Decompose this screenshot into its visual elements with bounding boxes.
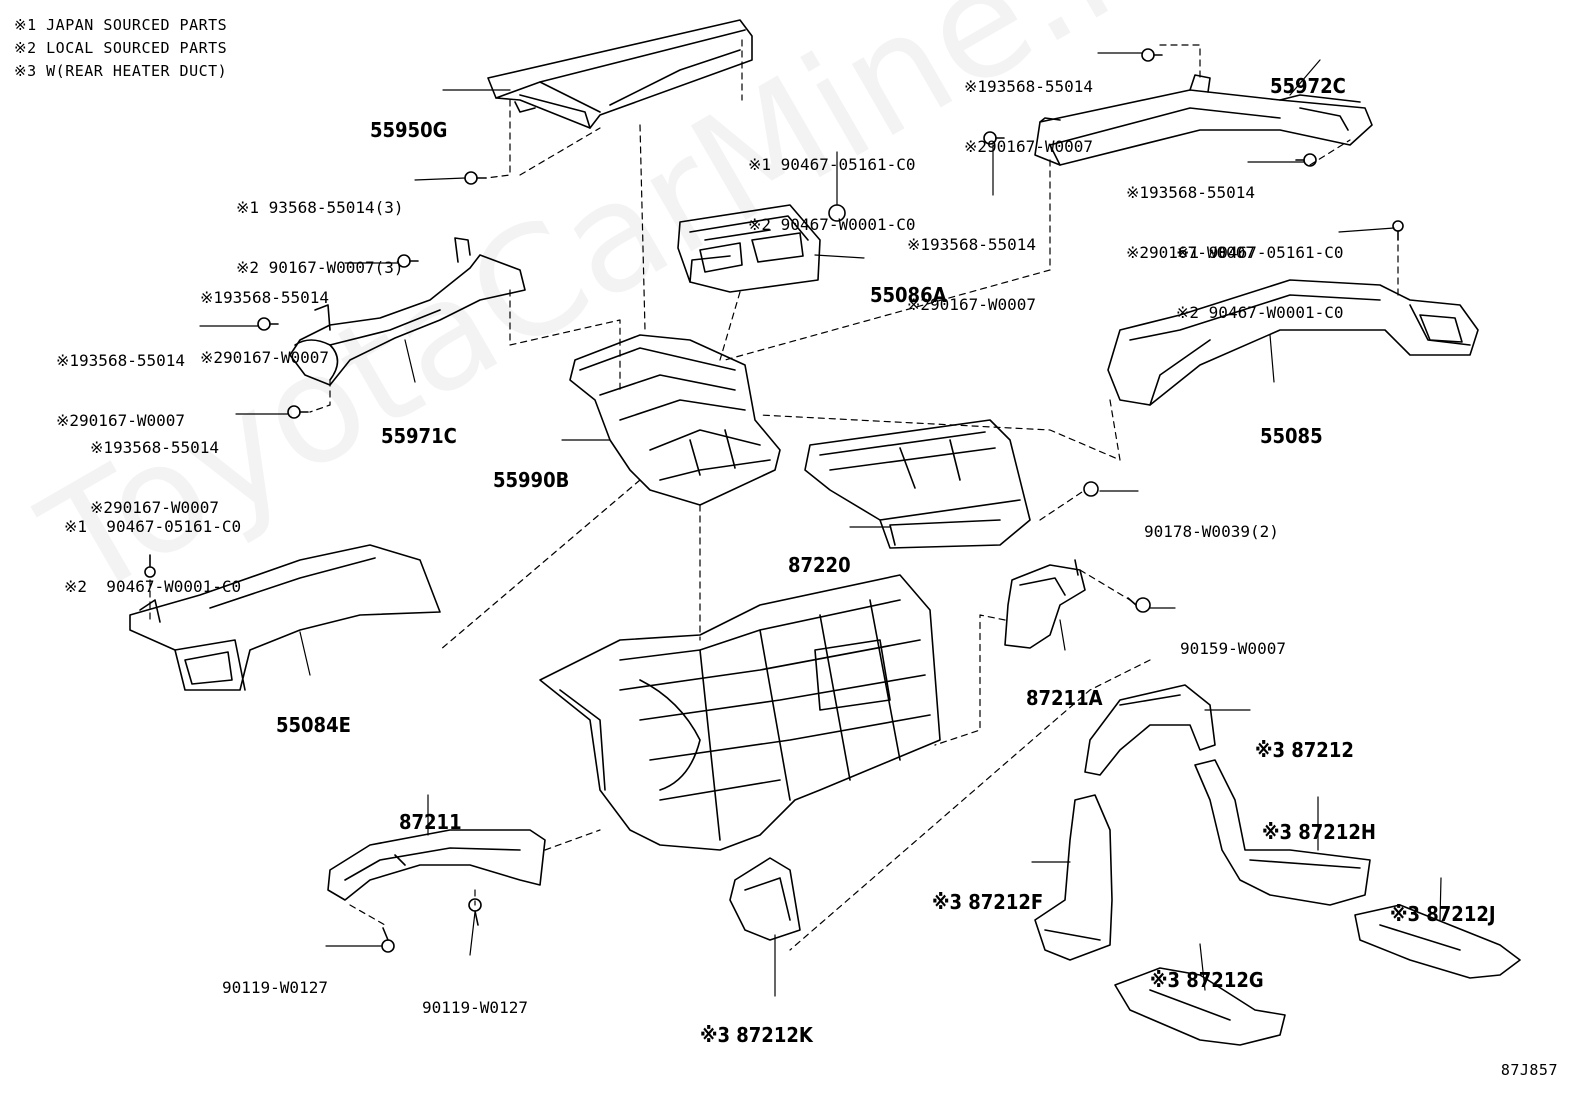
part-label-fastener-top-left: ※1 93568-55014(3) ※2 90167-W0007(3) — [236, 198, 404, 277]
fasteners — [144, 48, 1404, 953]
duct-55972c — [1034, 74, 1373, 166]
duct-87212g — [1114, 967, 1286, 1046]
duct-87212h — [1194, 759, 1371, 906]
leader-lines — [199, 52, 1442, 997]
part-label-87212k: ※3 87212K — [700, 1023, 813, 1047]
register-55086a — [677, 204, 846, 293]
part-label-clip-center: ※1 90467-05161-C0 ※2 90467-W0001-C0 — [748, 155, 916, 234]
part-label-87220: 87220 — [788, 553, 851, 577]
note-japan-sourced: ※1 JAPAN SOURCED PARTS — [14, 16, 228, 34]
part-label-55972c: 55972C — [1270, 74, 1346, 98]
part-label-fastener-top-right: ※193568-55014 ※290167-W0007 — [964, 77, 1093, 156]
duct-87220 — [804, 419, 1031, 549]
housing-55990b — [569, 334, 781, 506]
duct-55950g — [487, 19, 753, 129]
part-label-87212h: ※3 87212H — [1262, 820, 1376, 844]
part-label-87212f: ※3 87212F — [932, 890, 1044, 914]
part-label-clip-left: ※1 90467-05161-C0 ※2 90467-W0001-C0 — [64, 517, 242, 596]
duct-55085 — [1107, 279, 1479, 406]
assembly-lines — [149, 39, 1399, 951]
note-rear-heater-duct: ※3 W(REAR HEATER DUCT) — [14, 62, 228, 80]
diagram-reference-code: 87J857 — [1500, 1061, 1558, 1079]
part-label-55084e: 55084E — [276, 713, 351, 737]
part-label-fastener-left-2: ※193568-55014 ※290167-W0007 — [56, 351, 185, 430]
part-label-90159-w0007: 90159-W0007 — [1180, 639, 1286, 658]
part-label-87212j: ※3 87212J — [1390, 902, 1496, 926]
part-label-fastener-right-2: ※193568-55014 ※290167-W0007 — [1126, 183, 1255, 262]
part-label-55950g: 55950G — [370, 118, 448, 142]
note-local-sourced: ※2 LOCAL SOURCED PARTS — [14, 39, 228, 57]
duct-87212f — [1034, 794, 1113, 961]
part-label-87212: ※3 87212 — [1255, 738, 1354, 762]
part-label-90178-w0039: 90178-W0039(2) — [1144, 522, 1279, 541]
source-notes: ※1 JAPAN SOURCED PARTS ※2 LOCAL SOURCED … — [14, 14, 227, 83]
part-label-90119-w0127-right: 90119-W0127 — [422, 998, 528, 1017]
part-label-55971c: 55971C — [381, 424, 457, 448]
part-label-87212g: ※3 87212G — [1150, 968, 1264, 992]
part-label-55990b: 55990B — [493, 468, 570, 492]
part-label-clip-right: ※1 90467-05161-C0 ※2 90467-W0001-C0 — [1176, 243, 1344, 322]
part-label-55086a: 55086A — [870, 283, 947, 307]
part-label-55085: 55085 — [1260, 424, 1323, 448]
duct-87212j — [1354, 904, 1521, 979]
duct-87211a — [1004, 559, 1086, 649]
part-label-87211: 87211 — [399, 810, 462, 834]
part-label-fastener-left-3: ※193568-55014 ※290167-W0007 — [90, 438, 219, 517]
part-label-90119-w0127-left: 90119-W0127 — [222, 978, 328, 997]
duct-55971c — [289, 237, 526, 386]
duct-55084e — [129, 544, 441, 691]
part-label-87211a: 87211A — [1026, 686, 1103, 710]
duct-87211 — [327, 829, 546, 901]
duct-87212 — [1084, 684, 1216, 776]
main-hvac-unit — [539, 574, 941, 851]
duct-87212k — [729, 857, 801, 941]
part-label-fastener-left-1: ※193568-55014 ※290167-W0007 — [200, 288, 329, 367]
part-label-fastener-right-3: ※193568-55014 ※290167-W0007 — [907, 235, 1036, 314]
